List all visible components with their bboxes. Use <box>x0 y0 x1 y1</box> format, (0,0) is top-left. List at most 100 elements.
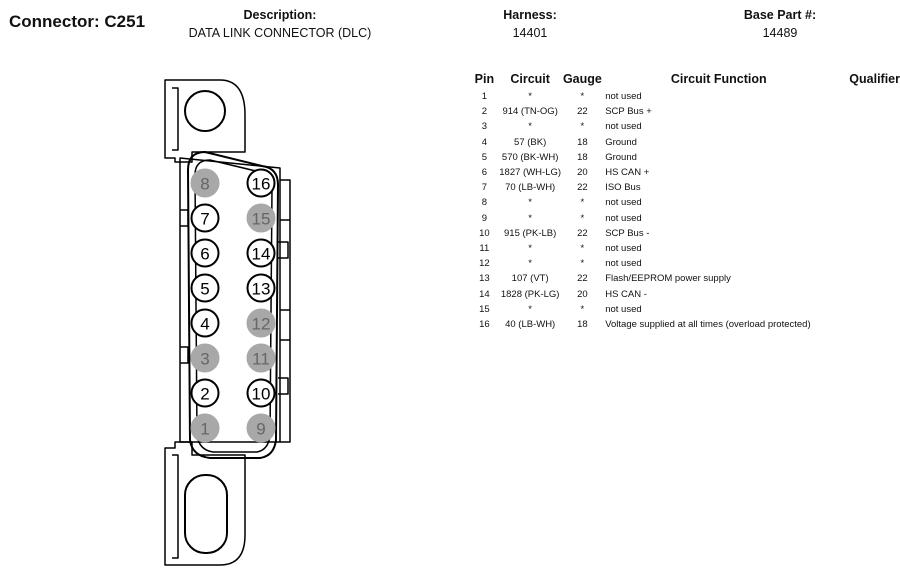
function-cell: SCP Bus - <box>605 227 650 239</box>
pin-cell: 12 <box>479 258 490 270</box>
gauge-cell: * <box>580 121 585 133</box>
col-header-circuit: Circuit <box>510 72 550 86</box>
connector-pin-5: 5 <box>190 273 220 303</box>
pin-number-label: 11 <box>252 350 270 369</box>
qualifier-cell <box>832 150 900 165</box>
pin-circle <box>190 203 220 233</box>
pin-circle <box>190 273 220 303</box>
gauge-cell: 18 <box>577 136 588 148</box>
connector-pin-2: 2 <box>190 378 220 408</box>
qualifier-cell <box>832 211 900 226</box>
gauge-cell: 20 <box>577 288 588 300</box>
pin-circle <box>246 168 276 198</box>
pin-cell: 14 <box>479 288 490 300</box>
pin-cell: 4 <box>481 136 488 148</box>
pin-circle <box>190 378 220 408</box>
pin-number-label: 7 <box>200 210 209 229</box>
connector-pin-16: 16 <box>246 168 276 198</box>
qualifier-cell <box>832 256 900 271</box>
table-row: 9**not used <box>470 211 900 226</box>
pin-cell: 8 <box>481 197 488 209</box>
pin-number-label: 3 <box>200 350 209 369</box>
base-part-value: 14489 <box>762 26 798 40</box>
pin-circle <box>246 273 276 303</box>
gauge-cell: 22 <box>577 182 588 194</box>
table-header-row: Pin Circuit Gauge Circuit Function Quali… <box>470 72 900 89</box>
pin-circle <box>190 168 220 198</box>
qualifier-cell <box>832 89 900 104</box>
gauge-cell: 22 <box>577 227 588 239</box>
connector-pin-6: 6 <box>190 238 220 268</box>
gauge-cell: 18 <box>577 151 588 163</box>
circuit-cell: 57 (BK) <box>514 136 547 148</box>
pin-cell: 16 <box>479 318 490 330</box>
pin-number-label: 6 <box>200 245 209 264</box>
qualifier-cell <box>832 226 900 241</box>
pin-cell: 7 <box>481 182 488 194</box>
pin-circle <box>246 238 276 268</box>
harness-block: Harness: 14401 <box>470 8 590 40</box>
pin-number-label: 14 <box>252 245 271 264</box>
connector-pin-9: 9 <box>246 413 276 443</box>
qualifier-cell <box>832 165 900 180</box>
function-cell: not used <box>605 197 642 209</box>
pin-cell: 11 <box>479 242 490 254</box>
circuit-cell: 1827 (WH-LG) <box>499 167 562 179</box>
connector-pin-1: 1 <box>190 413 220 443</box>
gauge-cell: 22 <box>577 273 588 285</box>
circuit-cell: 40 (LB-WH) <box>505 318 556 330</box>
circuit-cell: 107 (VT) <box>511 273 549 285</box>
connector-pin-12: 12 <box>246 308 276 338</box>
pin-circle <box>190 238 220 268</box>
function-cell: HS CAN - <box>605 288 647 300</box>
circuit-cell: * <box>528 197 532 209</box>
pin-cell: 15 <box>479 303 490 315</box>
gauge-cell: * <box>580 303 585 315</box>
qualifier-cell <box>832 135 900 150</box>
function-cell: Voltage supplied at all times (overload … <box>605 318 811 330</box>
pin-circle <box>246 343 276 373</box>
gauge-cell: * <box>580 212 585 224</box>
connector-pin-15: 15 <box>246 203 276 233</box>
pin-number-label: 15 <box>252 210 271 229</box>
table-row: 11**not used <box>470 241 900 256</box>
gauge-cell: * <box>580 242 585 254</box>
function-cell: SCP Bus + <box>605 106 652 118</box>
connector-pin-8: 8 <box>190 168 220 198</box>
table-row: 8 * * not used <box>470 195 900 210</box>
gauge-cell: 22 <box>577 106 588 118</box>
qualifier-cell <box>832 241 900 256</box>
connector-pin-11: 11 <box>246 343 276 373</box>
pin-number-label: 13 <box>252 280 271 299</box>
circuit-cell: 1828 (PK-LG) <box>500 288 560 300</box>
pin-cell: 3 <box>481 121 488 133</box>
qualifier-cell <box>832 180 900 195</box>
gauge-cell: * <box>580 197 585 209</box>
function-cell: not used <box>605 242 642 254</box>
qualifier-cell <box>832 119 900 134</box>
function-cell: not used <box>605 121 642 133</box>
circuit-cell: 915 (PK-LB) <box>504 227 557 239</box>
pin-circle <box>190 308 220 338</box>
pin-cell: 13 <box>479 273 490 285</box>
function-cell: Flash/EEPROM power supply <box>605 273 731 285</box>
connector-pin-14: 14 <box>246 238 276 268</box>
col-header-function: Circuit Function <box>670 72 767 86</box>
table-row: 3 * * not used <box>470 119 900 134</box>
connector-pin-7: 7 <box>190 203 220 233</box>
pin-circle <box>246 203 276 233</box>
function-cell: not used <box>605 303 642 315</box>
gauge-cell: * <box>580 258 585 270</box>
qualifier-cell <box>832 271 900 286</box>
function-cell: HS CAN + <box>605 167 650 179</box>
qualifier-cell <box>832 317 900 332</box>
circuit-cell: * <box>528 121 532 133</box>
pin-number-label: 9 <box>256 420 265 439</box>
description-block: Description: DATA LINK CONNECTOR (DLC) <box>170 8 390 40</box>
col-header-qualifier: Qualifier <box>849 72 900 86</box>
table-row: 1**not used <box>470 89 900 104</box>
